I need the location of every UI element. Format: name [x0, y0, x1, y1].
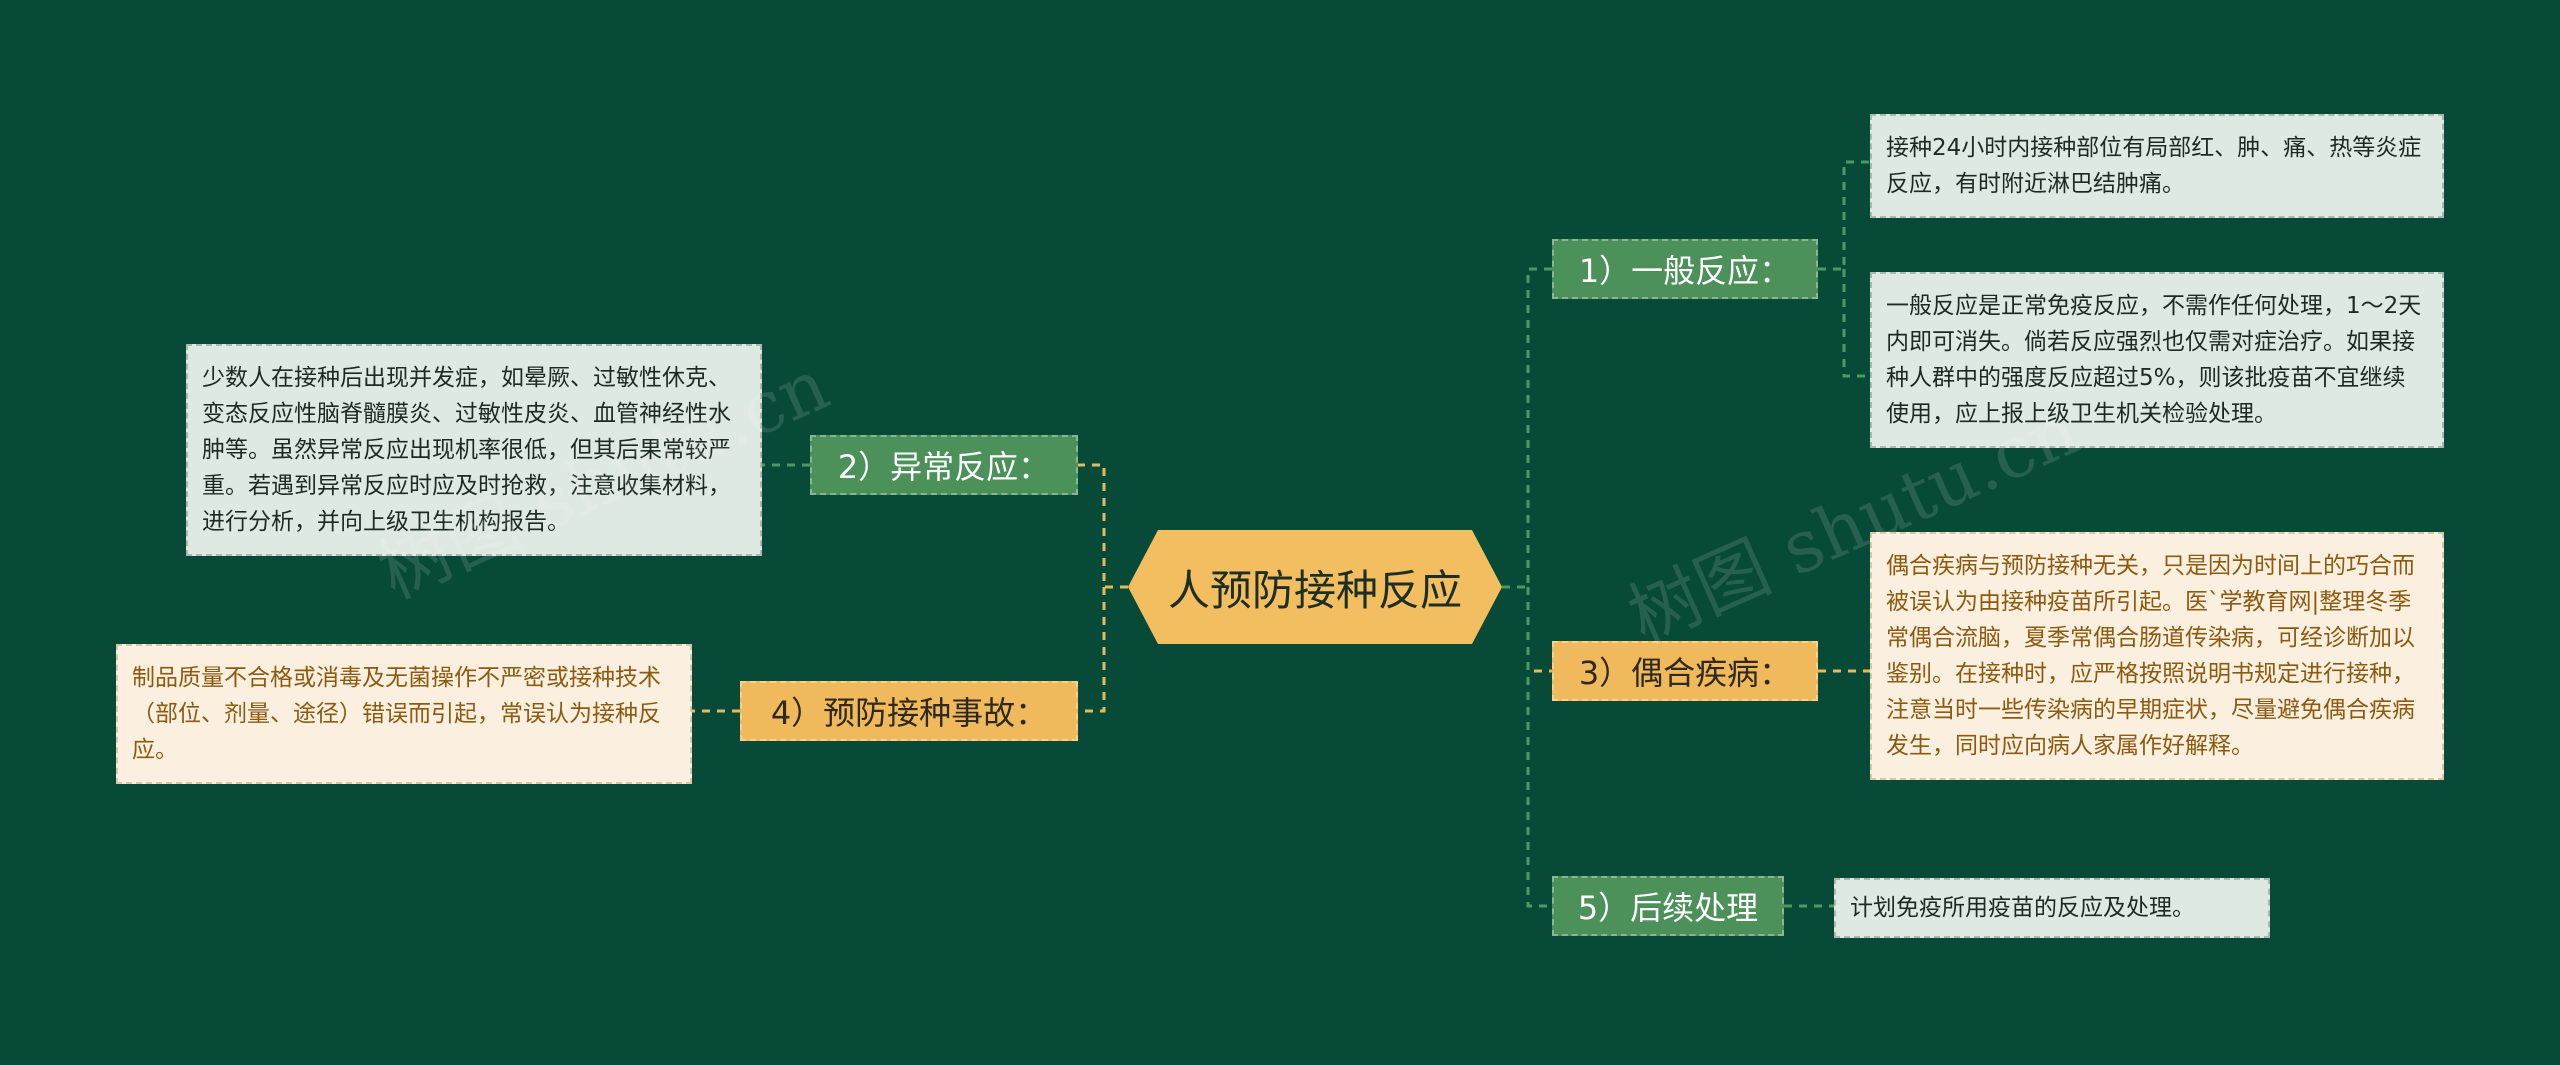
branch-general-reaction[interactable]: 1）一般反应： — [1552, 239, 1818, 299]
link-center-coincidental — [1526, 587, 1552, 673]
link-center-abnormal — [1078, 463, 1128, 589]
branch-vaccination-accident[interactable]: 4）预防接种事故： — [740, 681, 1078, 741]
leaf-general-handling: 一般反应是正常免疫反应，不需作任何处理，1～2天内即可消失。倘若反应强烈也仅需对… — [1870, 272, 2444, 448]
link-center-followup — [1526, 587, 1552, 908]
leaf-general-local-reaction: 接种24小时内接种部位有局部红、肿、痛、热等炎症反应，有时附近淋巴结肿痛。 — [1870, 114, 2444, 218]
leaf-coincidental-details: 偶合疾病与预防接种无关，只是因为时间上的巧合而被误认为由接种疫苗所引起。医`学教… — [1870, 532, 2444, 780]
link-center-accident — [1078, 587, 1106, 713]
link-center-general — [1502, 267, 1552, 589]
branch-abnormal-reaction[interactable]: 2）异常反应： — [810, 435, 1078, 495]
link-general-leaf2 — [1842, 269, 1870, 378]
branch-follow-up[interactable]: 5）后续处理 — [1552, 876, 1784, 936]
branch-coincidental-disease[interactable]: 3）偶合疾病： — [1552, 641, 1818, 701]
leaf-accident-details: 制品质量不合格或消毒及无菌操作不严密或接种技术（部位、剂量、途径）错误而引起，常… — [116, 644, 692, 784]
center-topic[interactable]: 人预防接种反应 — [1128, 530, 1502, 644]
leaf-abnormal-details: 少数人在接种后出现并发症，如晕厥、过敏性休克、变态反应性脑脊髓膜炎、过敏性皮炎、… — [186, 344, 762, 556]
link-general-leaf1 — [1818, 160, 1870, 271]
leaf-follow-up-details: 计划免疫所用疫苗的反应及处理。 — [1834, 878, 2270, 938]
